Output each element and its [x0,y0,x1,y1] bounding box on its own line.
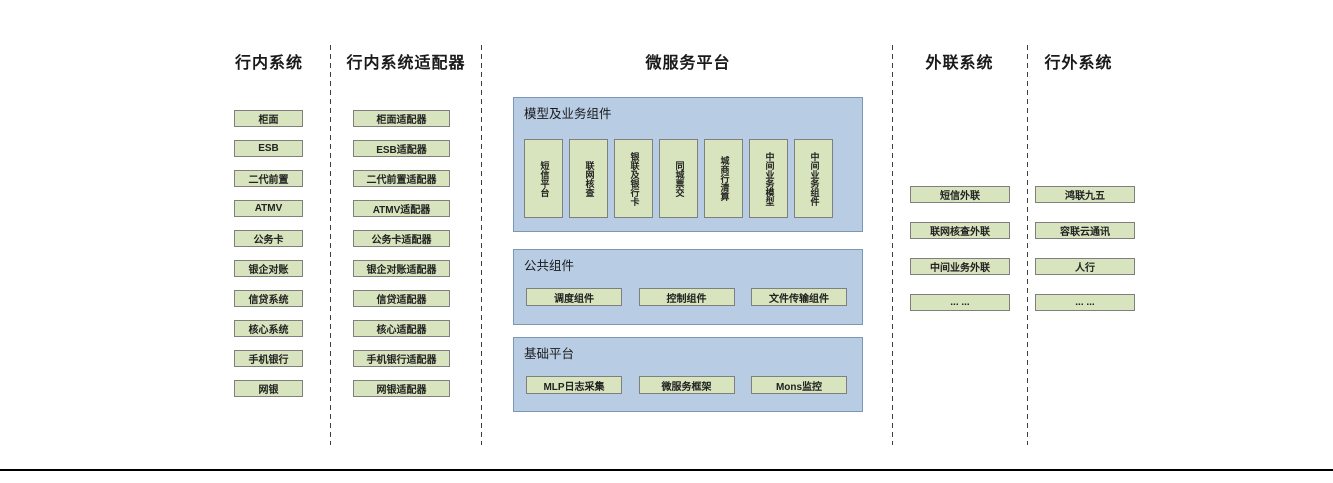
system-node: ATMV [234,200,303,217]
panel-label: 公共组件 [524,259,575,273]
adapter-node: 核心适配器 [353,320,450,337]
inbank-systems-column: 柜面 ESB 二代前置 ATMV 公务卡 银企对账 信贷系统 核心系统 手机银行… [234,110,303,397]
base-platform-panel: 基础平台 MLP日志采集 微服务框架 Mons监控 [513,337,863,412]
adapter-node: 银企对账适配器 [353,260,450,277]
adapter-node: ESB适配器 [353,140,450,157]
header-microservice-platform: 微服务平台 [645,55,731,72]
header-external-link-systems: 外联系统 [925,55,994,72]
model-components-row: 短信平台 联网核查 银联及银行卡 同城票交 城商行清算 中间业务模型 中间业务组… [524,139,833,218]
bottom-rule [0,469,1333,471]
adapter-node: 公务卡适配器 [353,230,450,247]
outbank-systems-column: 鸿联九五 容联云通讯 人行 ... ... [1035,186,1135,311]
adapter-node: 柜面适配器 [353,110,450,127]
component-node: 中间业务模型 [749,139,788,218]
component-node: Mons监控 [751,376,847,394]
component-node: 短信平台 [524,139,563,218]
external-link-systems-column: 短信外联 联网核查外联 中间业务外联 ... ... [910,186,1010,311]
external-link-node: 短信外联 [910,186,1010,203]
adapter-node: 二代前置适配器 [353,170,450,187]
outbank-node: 鸿联九五 [1035,186,1135,203]
component-node: 微服务框架 [638,376,735,394]
base-platform-row: MLP日志采集 微服务框架 Mons监控 [526,376,847,394]
adapter-node: 信贷适配器 [353,290,450,307]
component-node: 控制组件 [638,288,735,306]
component-node: 联网核查 [569,139,608,218]
outbank-node: ... ... [1035,294,1135,311]
component-node: MLP日志采集 [526,376,622,394]
component-node: 城商行清算 [704,139,743,218]
header-outbank-systems: 行外系统 [1044,55,1113,72]
model-business-components-panel: 模型及业务组件 短信平台 联网核查 银联及银行卡 同城票交 城商行清算 中间业务… [513,97,863,232]
external-link-node: 联网核查外联 [910,222,1010,239]
system-node: 公务卡 [234,230,303,247]
panel-label: 模型及业务组件 [524,107,612,121]
system-node: ESB [234,140,303,157]
system-node: 核心系统 [234,320,303,337]
header-inbank-systems: 行内系统 [234,55,303,72]
adapter-node: 网银适配器 [353,380,450,397]
component-node: 调度组件 [526,288,622,306]
header-inbank-adapters: 行内系统适配器 [346,55,466,72]
component-node: 文件传输组件 [751,288,847,306]
column-divider [1027,45,1028,445]
external-link-node: 中间业务外联 [910,258,1010,275]
system-node: 手机银行 [234,350,303,367]
column-divider [481,45,482,445]
adapter-node: 手机银行适配器 [353,350,450,367]
adapter-node: ATMV适配器 [353,200,450,217]
system-node: 网银 [234,380,303,397]
system-node: 信贷系统 [234,290,303,307]
column-divider [892,45,893,445]
outbank-node: 人行 [1035,258,1135,275]
system-node: 银企对账 [234,260,303,277]
component-node: 银联及银行卡 [614,139,653,218]
system-node: 二代前置 [234,170,303,187]
outbank-node: 容联云通讯 [1035,222,1135,239]
external-link-node: ... ... [910,294,1010,311]
component-node: 同城票交 [659,139,698,218]
component-node: 中间业务组件 [794,139,833,218]
common-components-row: 调度组件 控制组件 文件传输组件 [526,288,847,306]
column-divider [330,45,331,445]
common-components-panel: 公共组件 调度组件 控制组件 文件传输组件 [513,249,863,325]
panel-label: 基础平台 [524,347,575,361]
inbank-adapters-column: 柜面适配器 ESB适配器 二代前置适配器 ATMV适配器 公务卡适配器 银企对账… [353,110,450,397]
system-node: 柜面 [234,110,303,127]
